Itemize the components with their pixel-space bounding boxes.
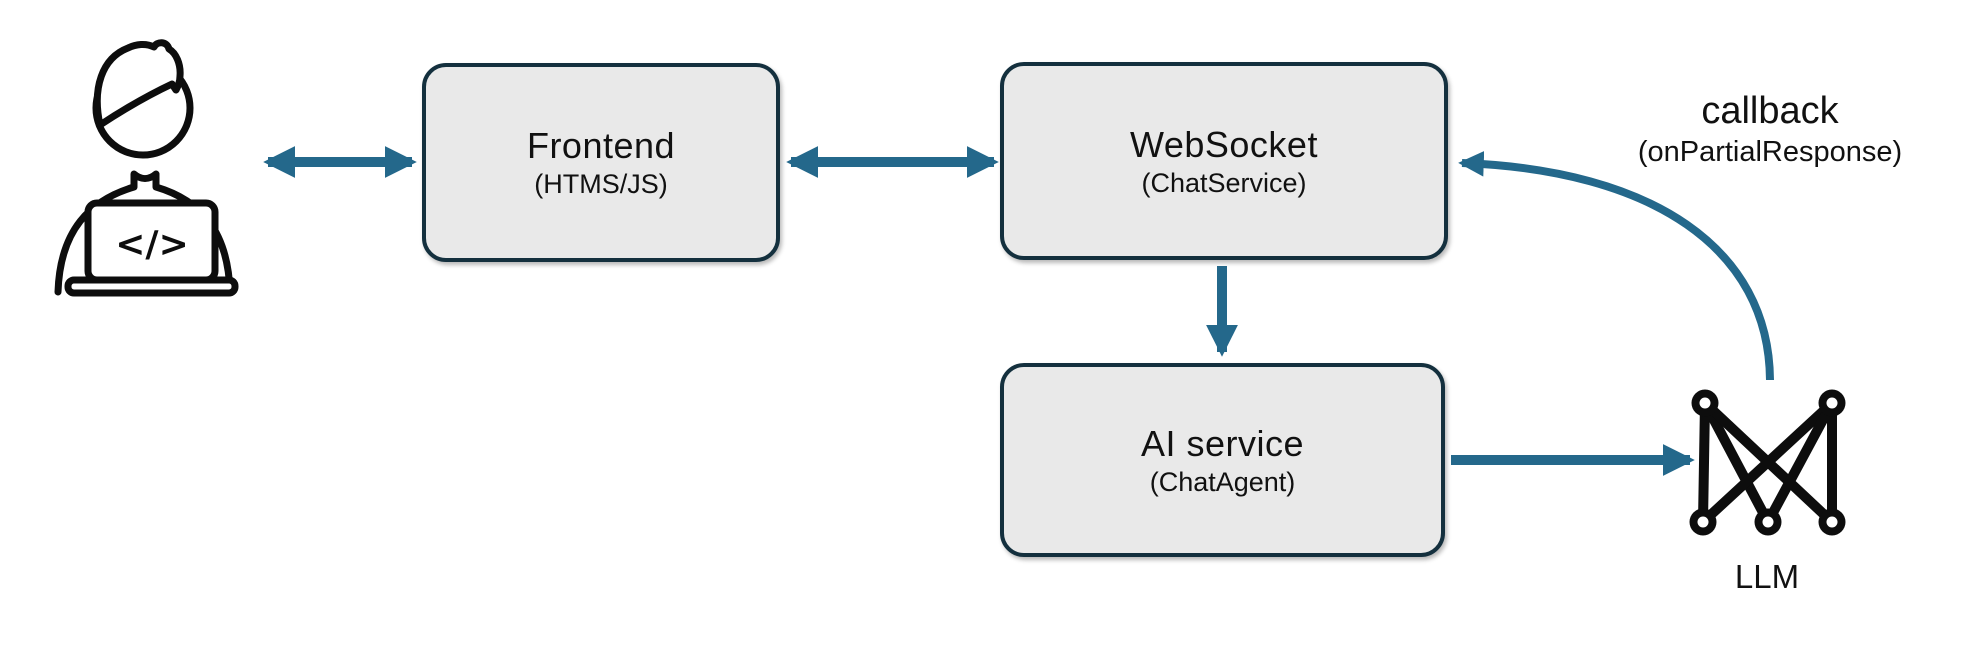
frontend-title: Frontend [526,125,676,166]
developer-user-icon: </> [54,39,239,297]
nn-nodes [1689,389,1846,536]
callback-annotation: callback (onPartialResponse) [1598,88,1942,170]
ai-service-title: AI service [1140,422,1305,464]
user-hair [93,39,184,129]
callback-label: callback [1701,90,1839,132]
llm-neural-network-icon [1689,389,1846,536]
callback-sublabel: (onPartialResponse) [1637,136,1903,168]
laptop-base [64,276,239,297]
websocket-subtitle: (ChatService) [1141,167,1307,198]
llm-label: LLM [1734,558,1800,595]
laptop-code-glyph: </> [115,224,188,265]
nn-edges [1698,398,1837,527]
arrow-llm-websocket-callback [1458,151,1774,381]
node-websocket: WebSocket (ChatService) [1000,62,1448,260]
node-ai-service: AI service (ChatAgent) [1000,363,1445,557]
websocket-title: WebSocket [1130,123,1318,165]
node-frontend: Frontend (HTMS/JS) [422,63,780,262]
ai-service-subtitle: (ChatAgent) [1149,466,1296,497]
frontend-subtitle: (HTMS/JS) [534,169,668,199]
